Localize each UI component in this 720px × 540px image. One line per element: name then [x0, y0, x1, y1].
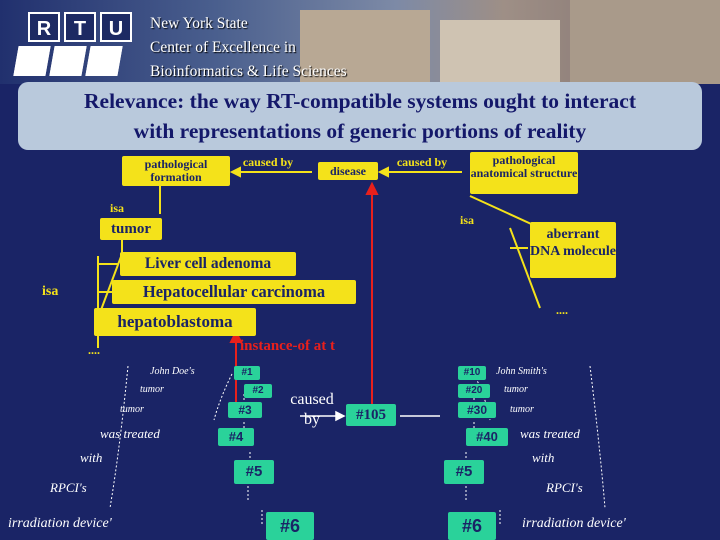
liver-cell-adenoma-node: Liver cell adenoma: [120, 252, 296, 276]
isa-label: isa: [460, 213, 475, 227]
ellipsis-label: ....: [88, 343, 100, 357]
with-label: with: [532, 450, 555, 465]
title-line: Relevance: the way RT-compatible systems…: [84, 89, 636, 113]
particular-id-box: #10: [458, 366, 486, 380]
logo-tile: [49, 46, 87, 76]
tumor-label: tumor: [504, 384, 528, 395]
building-image: [300, 10, 430, 84]
pathological-anatomical-structure-node: pathological anatomical structure: [470, 152, 578, 194]
hepatoblastoma-node: hepatoblastoma: [94, 308, 256, 336]
ontology-diagram: pathological formation caused by disease…: [0, 148, 720, 540]
caused-by-label: caused by: [242, 155, 294, 169]
ellipsis-label: ....: [556, 303, 568, 317]
instance-of-label: instance-of at t: [240, 338, 335, 354]
isa-label: isa: [110, 201, 125, 215]
tumor-node: tumor: [100, 218, 162, 240]
particular-id-box: #6: [266, 512, 314, 540]
rpci-label: RPCI's: [50, 480, 87, 495]
rpci-label: RPCI's: [546, 480, 583, 495]
particular-id-box: #3: [228, 402, 262, 418]
particular-id-box: #4: [218, 428, 254, 446]
hepatocellular-carcinoma-node: Hepatocellular carcinoma: [112, 280, 356, 304]
logo-letter: R: [28, 12, 60, 42]
logo-letter: U: [100, 12, 132, 42]
particular-id-box: #30: [458, 402, 496, 418]
particular-id-box: #40: [466, 428, 508, 446]
tumor-label: tumor: [120, 404, 144, 415]
logo-tile: [85, 46, 123, 76]
particular-id-box: #5: [444, 460, 484, 484]
logo-letter: T: [64, 12, 96, 42]
particular-id-box: #6: [448, 512, 496, 540]
center-line: New York State: [150, 15, 248, 32]
particular-id-box: #1: [234, 366, 260, 380]
caused-by-instance-label: caused by: [290, 391, 334, 428]
isa-label: isa: [42, 284, 59, 299]
irradiation-device-label: irradiation device': [522, 516, 626, 531]
tumor-label: tumor: [140, 384, 164, 395]
connector-lines: [94, 166, 606, 524]
john-doe-label: John Doe's: [150, 366, 195, 377]
building-image: [440, 20, 560, 84]
particular-id-box: #5: [234, 460, 274, 484]
center-name: New York State Center of Excellence in B…: [150, 12, 347, 84]
building-image: [570, 0, 720, 84]
irradiation-device-label: irradiation device': [8, 516, 112, 531]
slide-title: Relevance: the way RT-compatible systems…: [84, 86, 636, 146]
particular-id-box: #20: [458, 384, 490, 398]
john-smith-label: John Smith's: [496, 366, 547, 377]
center-line: Center of Excellence in: [150, 39, 296, 56]
caused-by-label: caused by: [396, 155, 448, 169]
tumor-label: tumor: [510, 404, 534, 415]
logo-tile: [13, 46, 51, 76]
aberrant-dna-molecule-node: aberrant DNA molecule: [530, 222, 616, 278]
disease-node: disease: [318, 162, 378, 180]
center-line: Bioinformatics & Life Sciences: [150, 63, 347, 80]
pathological-formation-node: pathological formation: [122, 156, 230, 186]
header-banner: [0, 0, 720, 84]
with-label: with: [80, 450, 103, 465]
particular-id-box: #2: [244, 384, 272, 398]
title-box: Relevance: the way RT-compatible systems…: [18, 82, 702, 150]
was-treated-label: was treated: [520, 426, 580, 441]
disease-instance-box: #105: [346, 404, 396, 426]
was-treated-label: was treated: [100, 426, 160, 441]
title-line: with representations of generic portions…: [133, 119, 587, 143]
